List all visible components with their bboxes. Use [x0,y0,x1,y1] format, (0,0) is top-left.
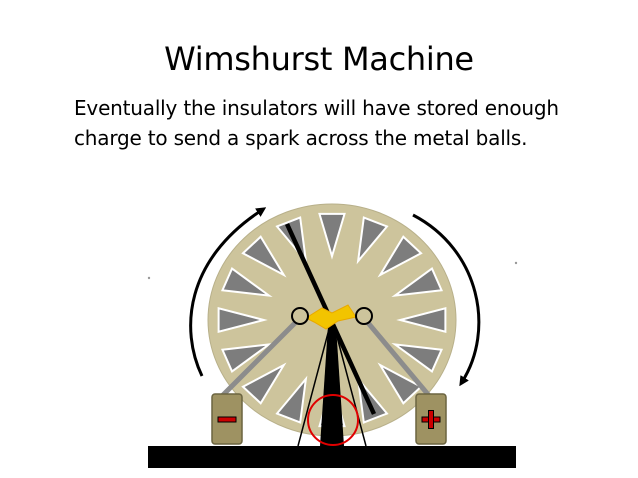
metal-sector [241,362,287,405]
slide-body-text: Eventually the insulators will have stor… [74,96,559,150]
base-platform [148,446,516,468]
metal-sector [318,212,346,260]
right-ball [355,307,373,325]
faint-dot-right [514,261,518,265]
metal-sector [217,306,268,334]
metal-sector [275,375,308,424]
metal-sector [220,267,273,298]
rotation-arrow-left [189,207,267,377]
plus-sign-vertical [428,410,434,429]
metal-sector [241,235,287,278]
faint-dot-left [147,276,151,280]
metal-sector [391,267,444,298]
left-ball [291,307,309,325]
metal-sector [377,235,423,278]
left-conductor-arm [218,316,302,400]
stand-line-1 [297,317,333,447]
metal-sector [396,306,447,334]
center-pillar [320,326,344,446]
rotation-arrow-right [412,213,481,387]
crank-circle [307,394,359,446]
metal-sector [356,216,389,265]
slide-title: Wimshurst Machine [164,40,474,78]
metal-sector [220,342,273,373]
metal-sector [391,342,444,373]
right-conductor-arm [362,316,433,400]
minus-sign [217,416,237,423]
metal-sector [377,362,423,405]
